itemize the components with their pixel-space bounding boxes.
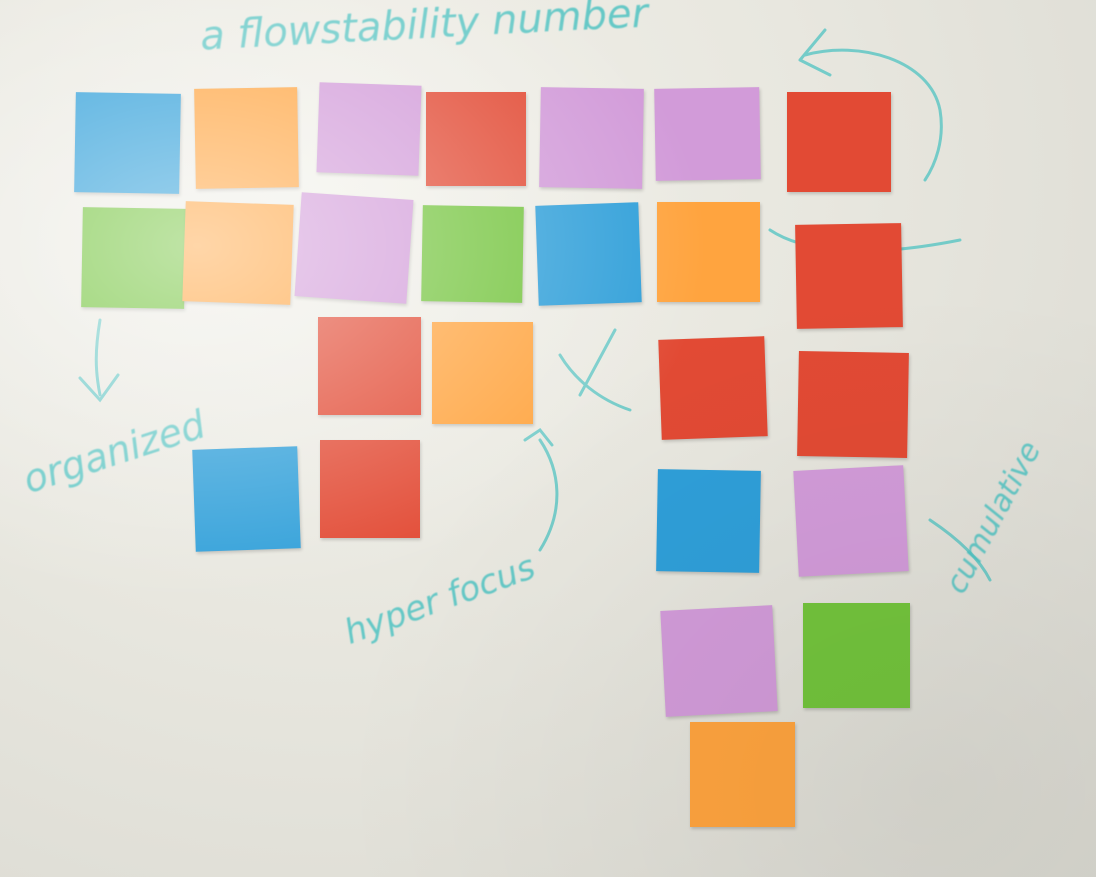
sticky-note-green	[421, 205, 524, 303]
sticky-note-red	[795, 223, 903, 329]
marker-text-top: a flowstability number	[199, 0, 650, 60]
sticky-note-pink	[654, 87, 761, 181]
sticky-note-orange	[194, 87, 299, 189]
sticky-note-red	[426, 92, 526, 186]
sticky-note-orange	[690, 722, 795, 827]
sticky-note-orange	[182, 201, 294, 305]
sticky-note-green	[803, 603, 910, 708]
sticky-note-red	[658, 336, 768, 440]
sticky-note-orange	[432, 322, 533, 424]
sticky-note-red	[787, 92, 891, 192]
sticky-note-blue	[74, 92, 181, 194]
sticky-note-pink	[793, 465, 909, 577]
marker-text-left: organized	[17, 401, 211, 503]
sticky-note-pink	[539, 87, 644, 189]
sticky-note-blue	[192, 446, 301, 552]
sticky-note-pink	[316, 82, 422, 176]
sticky-note-pink	[294, 192, 414, 304]
sticky-note-green	[81, 207, 186, 309]
sticky-note-red	[320, 440, 420, 538]
sticky-note-blue	[656, 469, 761, 573]
sticky-note-orange	[657, 202, 760, 302]
sticky-note-red	[318, 317, 421, 415]
sticky-note-red	[797, 351, 909, 458]
marker-text-right: cumulative	[938, 435, 1048, 600]
sticky-note-pink	[660, 605, 778, 717]
marker-text-bottom: hyper focus	[339, 547, 541, 653]
sticky-note-blue	[535, 202, 642, 306]
